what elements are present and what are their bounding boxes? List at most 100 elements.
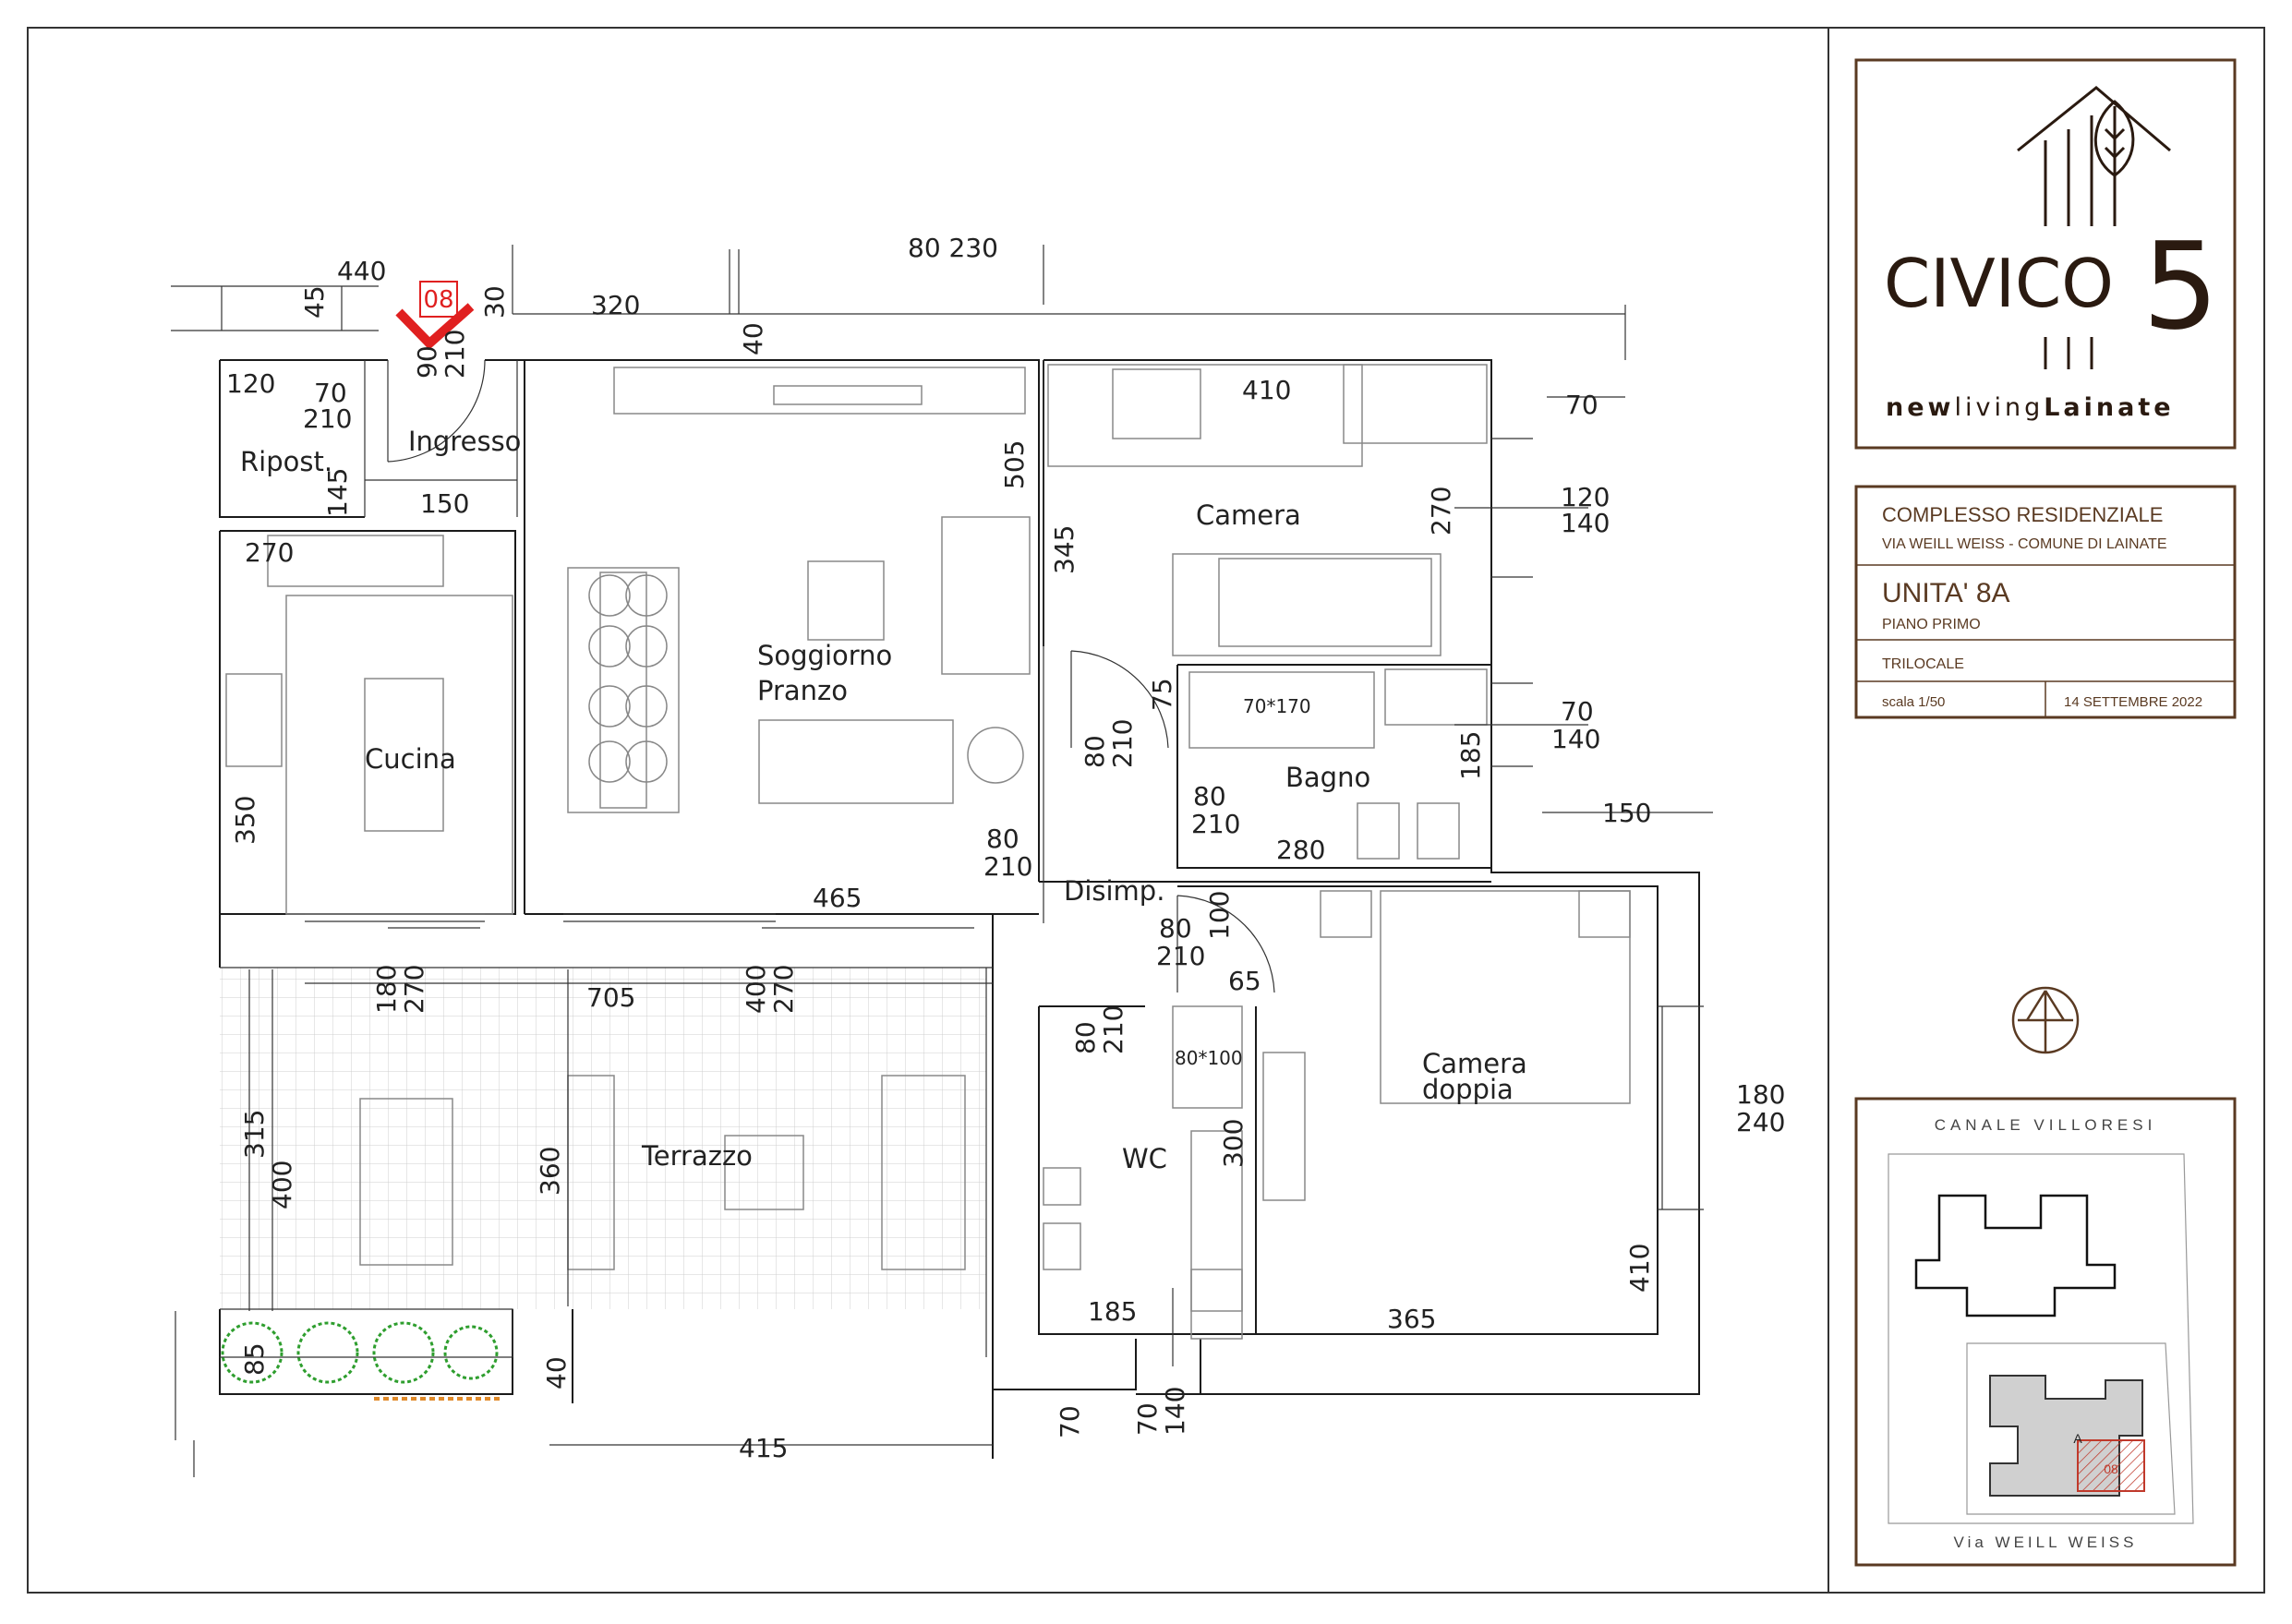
- dim-90-door: 90: [412, 345, 442, 379]
- room-soggiorno: Soggiorno: [757, 640, 892, 671]
- dim-705: 705: [586, 982, 635, 1013]
- dim-345: 345: [1049, 525, 1080, 574]
- dim-80-bagno-door: 80: [1080, 735, 1110, 768]
- dim-40-bottom: 40: [541, 1356, 572, 1389]
- planter-greenery: [221, 1321, 499, 1384]
- dim-70-rip: 70: [314, 378, 347, 408]
- dim-320: 320: [591, 290, 640, 320]
- keyplan-unit-label: 08: [2104, 1462, 2118, 1476]
- dim-180-terr: 180: [371, 965, 402, 1014]
- dim-360: 360: [535, 1147, 565, 1196]
- terrace-paving: [220, 968, 986, 1309]
- logo-number: 5: [2142, 216, 2219, 356]
- dim-270-camera: 270: [1426, 487, 1456, 535]
- room-disimpegno: Disimp.: [1064, 875, 1164, 907]
- room-camera-doppia-2: doppia: [1422, 1074, 1514, 1105]
- keyplan-building-south: [1989, 1375, 2145, 1497]
- room-labels: Ingresso Ripost. Camera Soggiorno Pranzo…: [240, 426, 1527, 1174]
- dim-410-camera-doppia: 410: [1624, 1244, 1655, 1293]
- apartment-type: TRILOCALE: [1882, 656, 1964, 672]
- dim-440: 440: [337, 256, 386, 286]
- room-pranzo: Pranzo: [757, 675, 848, 706]
- unit-marker-label: 08: [423, 286, 453, 314]
- furniture: [225, 364, 1631, 1340]
- tagline-new: new: [1886, 393, 1954, 422]
- room-terrazzo: Terrazzo: [641, 1140, 753, 1172]
- keyplan-canal-label: CANALE VILLORESI: [1935, 1116, 2157, 1134]
- dim-300: 300: [1218, 1119, 1249, 1168]
- keyplan-marker: A: [2073, 1431, 2082, 1446]
- keyplan-street-label: Via WEILL WEISS: [1954, 1534, 2138, 1551]
- bathtub-size: 70*170: [1243, 695, 1311, 717]
- tagline-city: Lainate: [2044, 393, 2174, 422]
- project-address: VIA WEILL WEISS - COMUNE DI LAINATE: [1882, 536, 2167, 552]
- logo-civico: CIVICO: [1884, 245, 2114, 322]
- logo-box: [1854, 58, 2237, 450]
- room-cucina: Cucina: [365, 743, 456, 775]
- room-camera: Camera: [1196, 499, 1301, 531]
- dim-80-disimp: 80: [1159, 913, 1192, 944]
- dim-210-rip: 210: [303, 403, 352, 434]
- dim-505: 505: [999, 440, 1030, 489]
- dim-400-terr: 400: [741, 965, 771, 1014]
- dim-80-230: 80 230: [908, 233, 998, 263]
- dim-410-camera: 410: [1242, 375, 1291, 405]
- date-label: 14 SETTEMBRE 2022: [2064, 694, 2202, 710]
- unit-entry-marker: [395, 281, 475, 350]
- floor-label: PIANO PRIMO: [1882, 617, 1981, 632]
- dim-365: 365: [1387, 1304, 1436, 1334]
- dim-270-terr: 270: [399, 965, 429, 1014]
- dim-140-bagno: 140: [1551, 724, 1600, 754]
- dim-40-top: 40: [738, 322, 768, 355]
- logo-tagline: newlivingLainate: [1886, 393, 2175, 422]
- project-title: COMPLESSO RESIDENZIALE: [1882, 503, 2163, 526]
- room-camera-doppia-1: Camera: [1422, 1048, 1527, 1079]
- dim-45: 45: [299, 285, 330, 319]
- dim-270-terr2: 270: [768, 965, 799, 1014]
- compass-icon: [2011, 986, 2080, 1054]
- dim-350: 350: [230, 796, 260, 845]
- dim-185-wc: 185: [1088, 1296, 1137, 1327]
- dim-210-wc: 210: [1098, 1005, 1128, 1054]
- house-leaf-icon: [2017, 86, 2171, 369]
- scale-label: scala 1/50: [1882, 694, 1945, 710]
- unit-title: UNITA' 8A: [1882, 578, 2010, 608]
- dim-120-win: 120: [1561, 482, 1610, 512]
- dim-120: 120: [226, 368, 275, 399]
- dim-280: 280: [1276, 835, 1325, 865]
- dim-185-bagno: 185: [1455, 731, 1486, 780]
- dim-100: 100: [1204, 891, 1235, 940]
- dim-70-bottom: 70: [1055, 1405, 1085, 1438]
- room-bagno: Bagno: [1285, 762, 1370, 793]
- dim-80-soggiorno: 80: [986, 824, 1019, 854]
- shower-size: 80*100: [1175, 1047, 1243, 1069]
- keyplan-box: [1854, 1097, 2237, 1567]
- dim-465: 465: [813, 883, 862, 913]
- dim-145: 145: [322, 468, 353, 517]
- dim-315: 315: [239, 1110, 270, 1159]
- dim-270-cucina: 270: [245, 537, 294, 568]
- dim-240-camera-doppia: 240: [1736, 1107, 1785, 1137]
- dim-210-bagno: 210: [1191, 809, 1240, 839]
- dim-180-camera-doppia: 180: [1736, 1079, 1785, 1110]
- dim-150-ing: 150: [420, 488, 469, 519]
- dim-415: 415: [739, 1433, 788, 1463]
- dim-70-bagno: 70: [1561, 696, 1594, 727]
- floor-plan: 08: [171, 245, 1713, 1477]
- keyplan-building-north: [1914, 1194, 2117, 1317]
- room-ripostiglio: Ripost.: [240, 446, 332, 477]
- dim-150-right: 150: [1602, 798, 1651, 828]
- room-ingresso: Ingresso: [408, 426, 521, 457]
- room-wc: WC: [1122, 1143, 1167, 1174]
- dim-210-soggiorno: 210: [983, 851, 1032, 882]
- title-block: CIVICO 5 newlivingLainate COMPLESSO RESI…: [1854, 58, 2237, 1567]
- dim-70-bottom-window: 70: [1132, 1402, 1163, 1436]
- dim-210-bagno-door: 210: [1107, 719, 1138, 768]
- dimension-labels: 440 45 30 320 40 80 230 90 210 120 70 21…: [226, 233, 1785, 1463]
- dim-30: 30: [479, 285, 510, 319]
- dim-80-wc: 80: [1070, 1021, 1101, 1054]
- sheet-border: [27, 27, 2265, 1594]
- dim-70-right: 70: [1565, 390, 1598, 420]
